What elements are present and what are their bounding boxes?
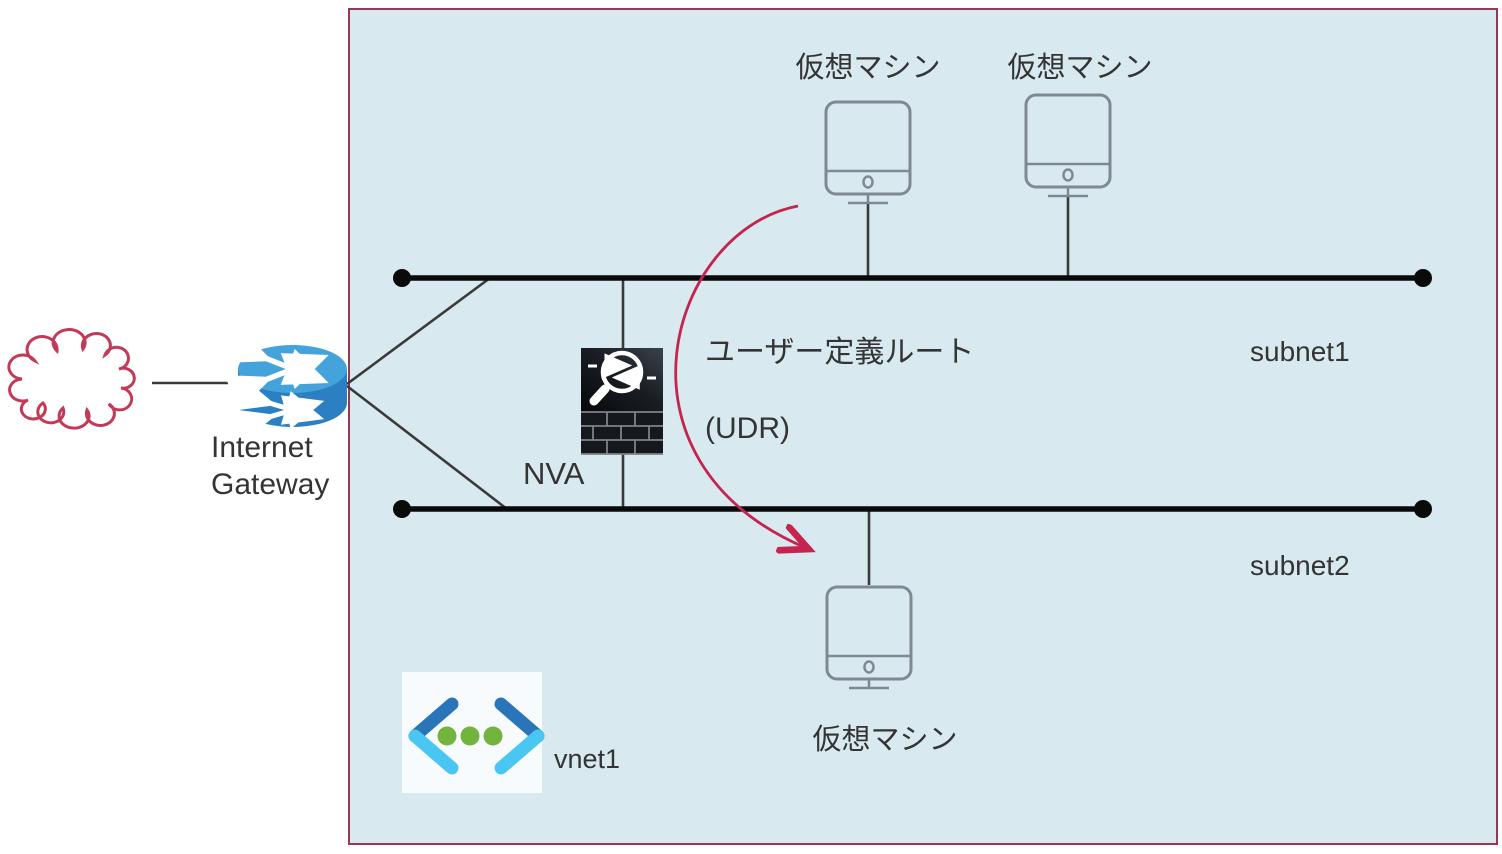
firewall-inspection-icon (581, 348, 663, 455)
magnifier-icon (600, 350, 644, 394)
internet-gateway-label: Internet Gateway (211, 431, 330, 501)
subnet2-left-terminator (393, 500, 411, 518)
gateway-to-subnet1-link (346, 276, 491, 386)
vm-icon-subnet1-b (1024, 93, 1112, 198)
subnet2-right-terminator (1414, 500, 1432, 518)
vm3-label: 仮想マシン (812, 724, 958, 756)
subnet1-label: subnet1 (1250, 336, 1350, 367)
internet-cloud-icon (7, 328, 136, 430)
nva-label: NVA (523, 456, 585, 491)
subnet1-left-terminator (393, 269, 411, 287)
vnet1-label: vnet1 (554, 744, 621, 774)
udr-label-line2: (UDR) (705, 412, 790, 445)
subnet1-right-terminator (1414, 269, 1432, 287)
internet-gateway-router-icon (224, 327, 347, 443)
vm2-label: 仮想マシン (1007, 52, 1153, 84)
subnet1-bus (393, 269, 1432, 287)
gateway-to-subnet2-link (346, 384, 508, 511)
azure-virtual-network-icon (402, 672, 545, 793)
vm-icon-subnet2 (825, 585, 913, 690)
udr-label-line1: ユーザー定義ルート (705, 336, 975, 369)
subnet2-label: subnet2 (1250, 550, 1350, 581)
subnet2-bus (393, 500, 1432, 518)
udr-label: ユーザー定義ルート (UDR) (705, 334, 974, 448)
vm-icon-subnet1-a (824, 100, 912, 205)
magnifier-handle (589, 384, 610, 406)
udr-route-arrow (674, 204, 806, 548)
vm1-label: 仮想マシン (795, 52, 941, 84)
